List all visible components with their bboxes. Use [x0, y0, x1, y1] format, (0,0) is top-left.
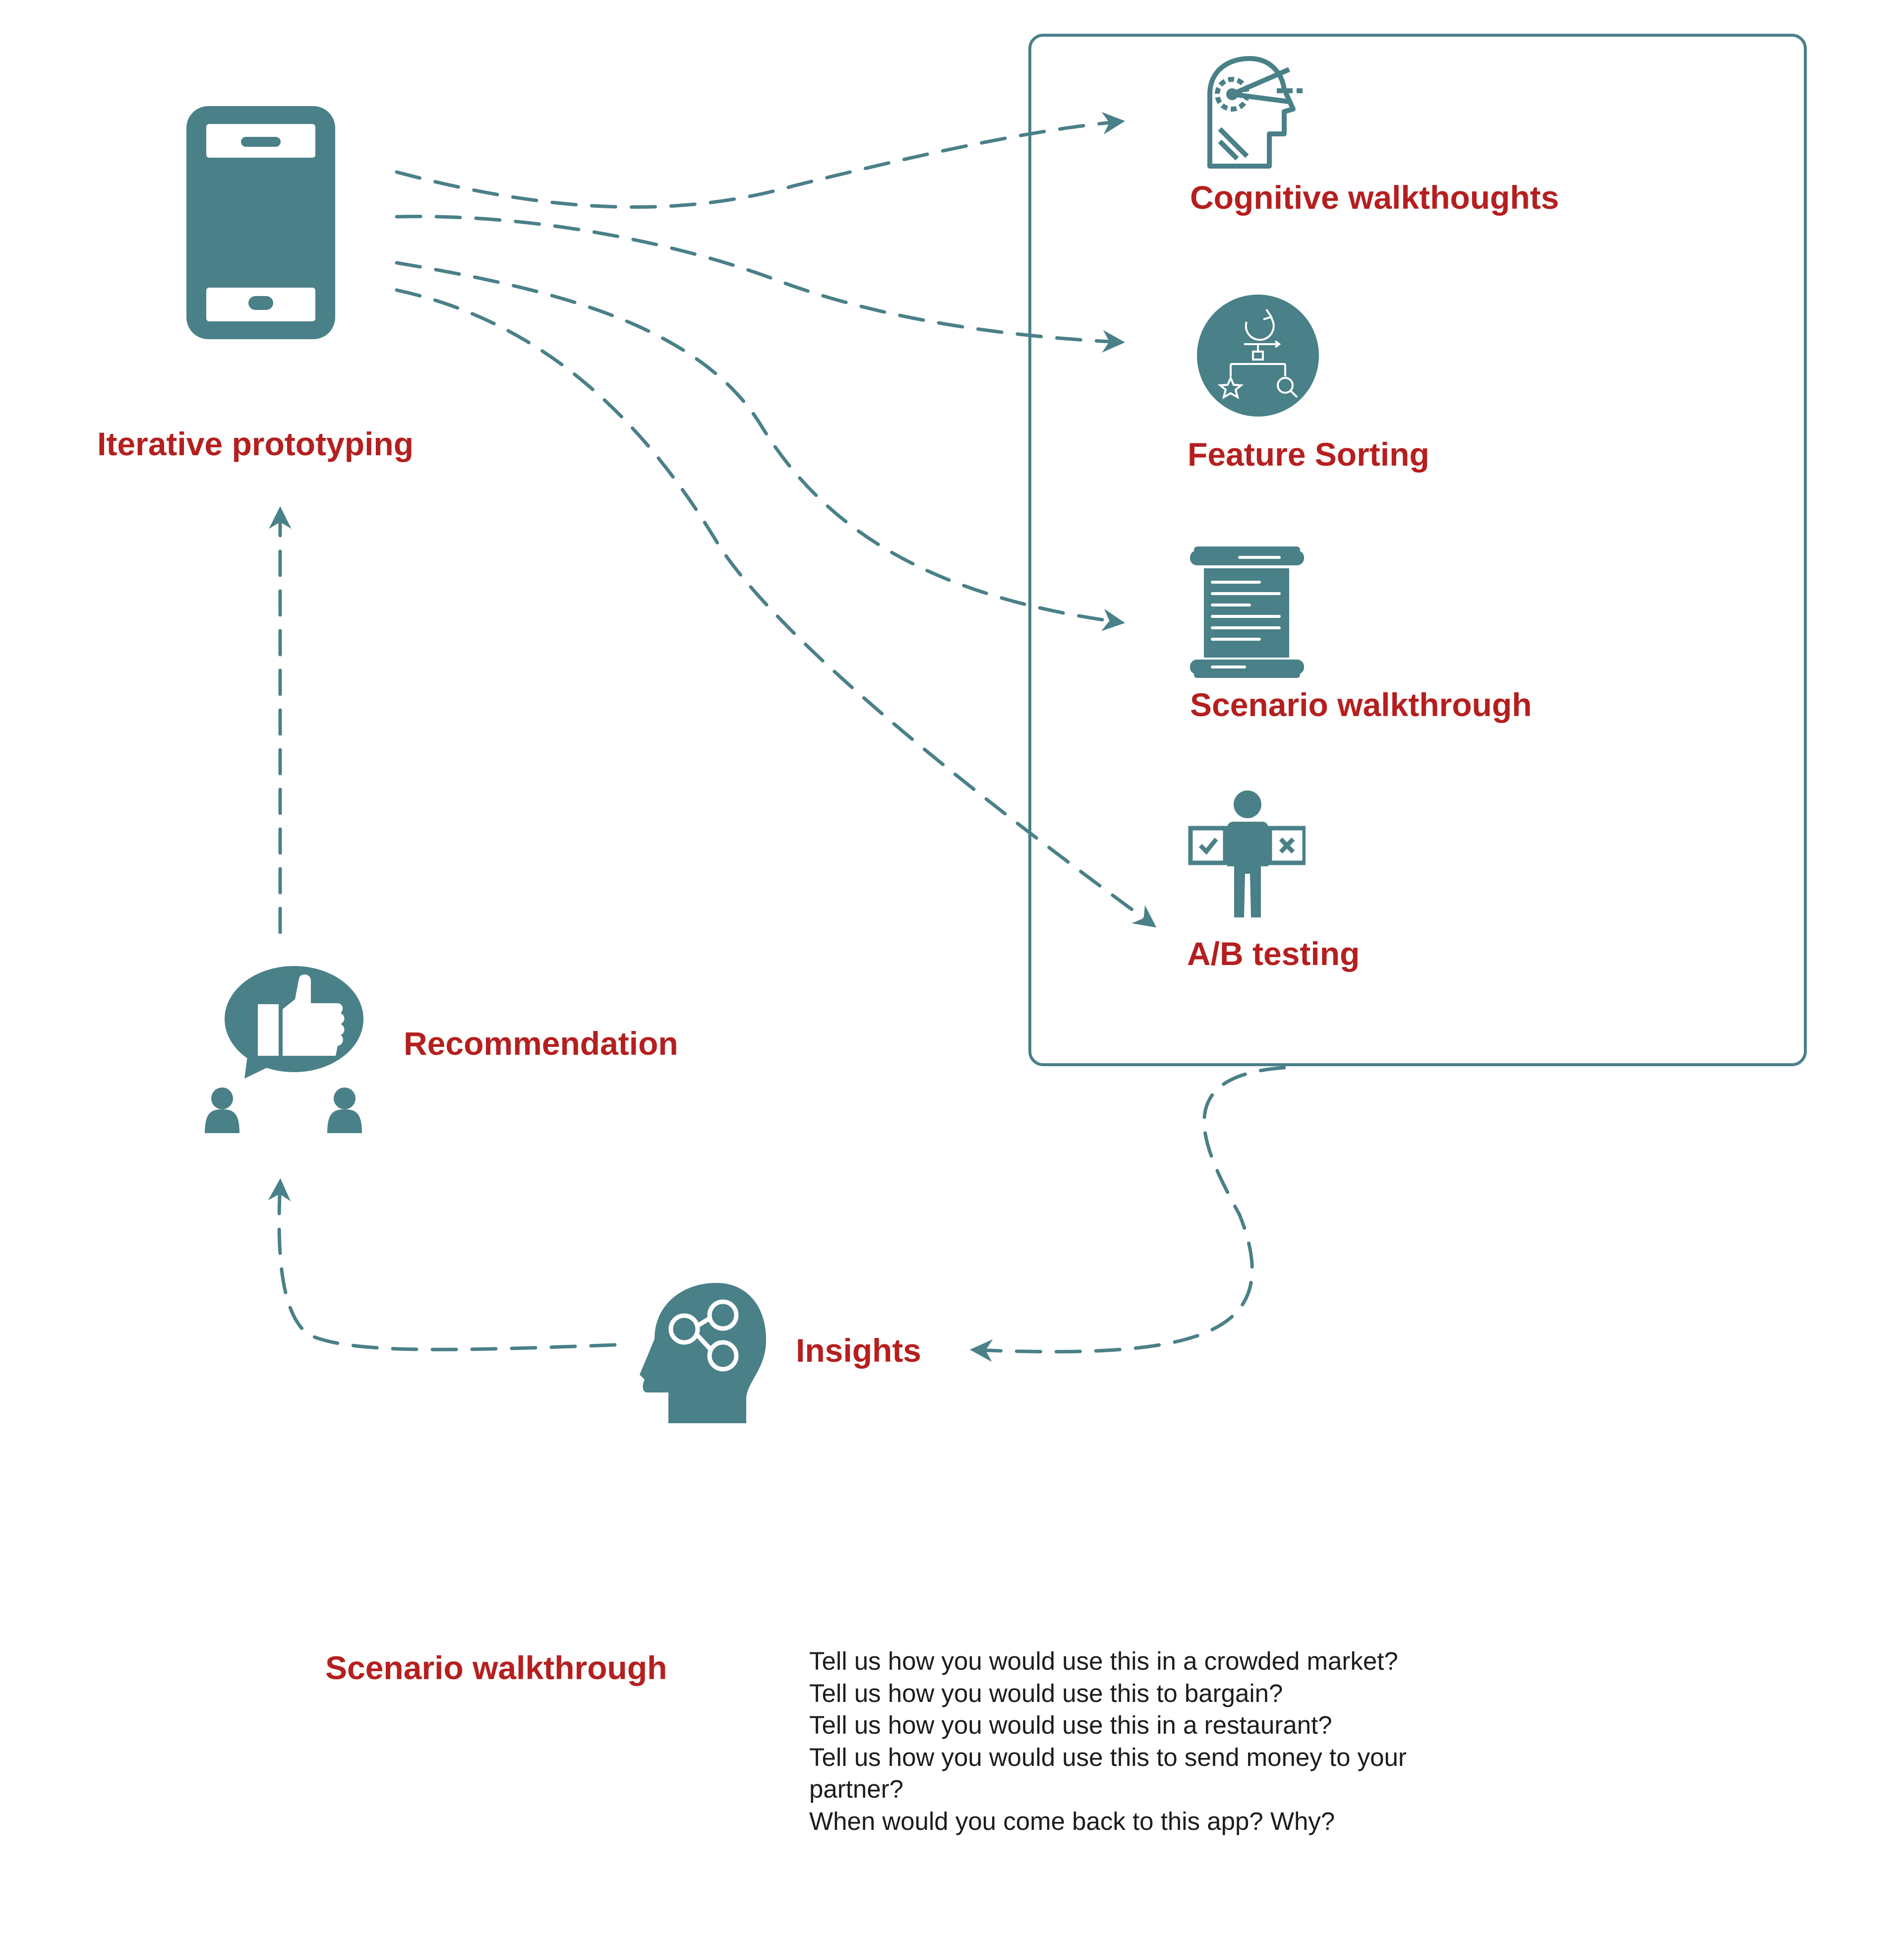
methods-box — [1028, 34, 1807, 1066]
scenario-questions: Tell us how you would use this in a crow… — [809, 1645, 1474, 1837]
connector-to-ab-testing — [395, 288, 1157, 928]
question-item: Tell us how you would use this to send m… — [809, 1743, 1407, 1804]
connector-insights-to-recommendation — [268, 1178, 617, 1351]
prototype-label: Iterative prototyping — [97, 425, 414, 462]
connector-to-cognitive — [395, 112, 1126, 209]
scenario-heading: Scenario walkthrough — [325, 1649, 667, 1686]
scroll-document-icon — [1190, 546, 1304, 678]
smartphone-icon — [186, 106, 335, 339]
person-holding-boards-icon — [1188, 790, 1306, 917]
method-label-ab-testing: A/B testing — [1187, 935, 1360, 972]
flowchart-circle-icon — [1197, 295, 1319, 417]
head-network-icon — [640, 1283, 766, 1423]
question-item: Tell us how you would use this in a crow… — [809, 1647, 1398, 1675]
method-label-cognitive: Cognitive walkthoughts — [1190, 179, 1559, 216]
question-item: Tell us how you would use this to bargai… — [809, 1679, 1283, 1707]
question-item: Tell us how you would use this in a rest… — [809, 1711, 1332, 1739]
thumbs-up-speech-bubble-icon — [205, 966, 363, 1133]
connector-to-feature-sorting — [395, 215, 1126, 353]
question-item: When would you come back to this app? Wh… — [809, 1807, 1335, 1835]
recommendation-label: Recommendation — [404, 1025, 678, 1062]
connector-box-to-insights — [969, 1066, 1286, 1362]
head-gear-icon — [1207, 56, 1303, 169]
insights-label: Insights — [796, 1332, 922, 1369]
connector-to-scenario — [395, 261, 1126, 631]
method-label-scenario: Scenario walkthrough — [1190, 686, 1532, 723]
method-label-feature-sorting: Feature Sorting — [1188, 436, 1429, 473]
